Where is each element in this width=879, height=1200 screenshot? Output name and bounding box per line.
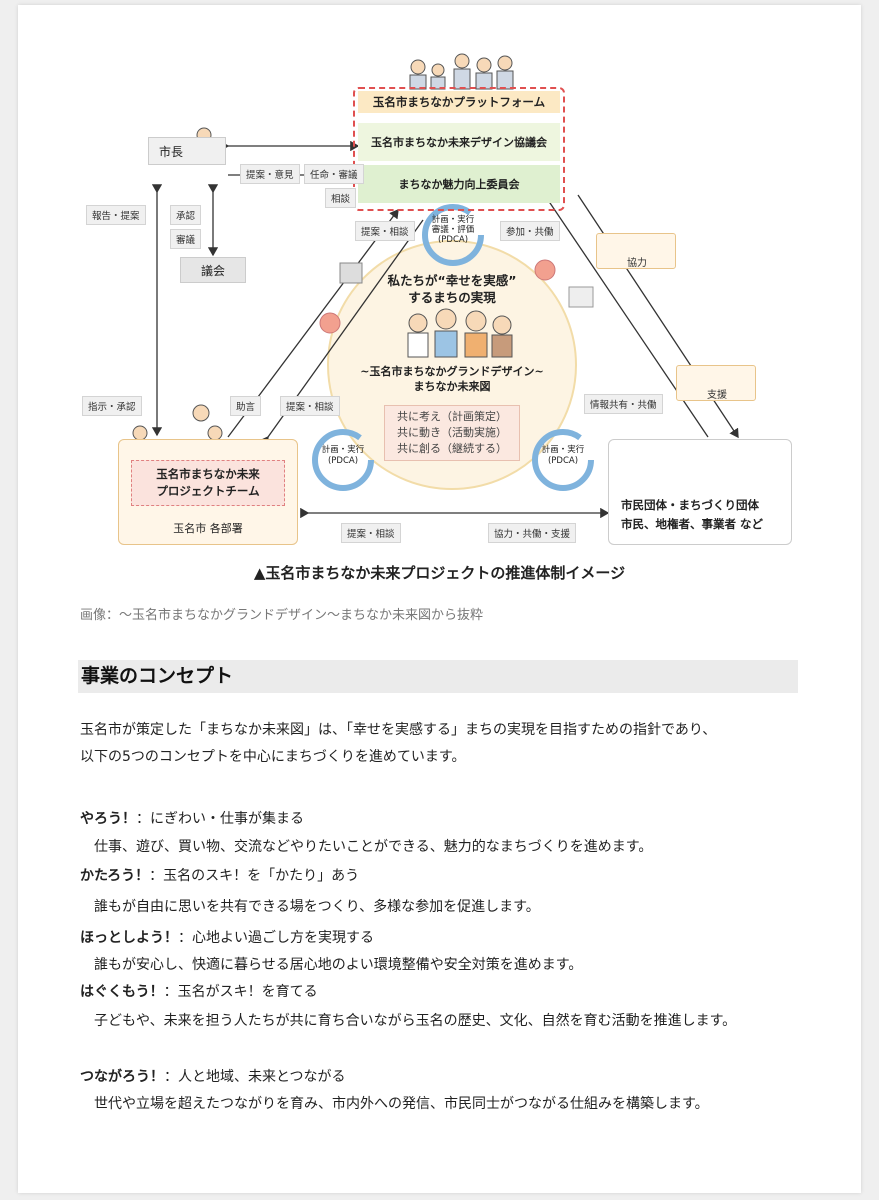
concept-3-subtitle: ：心地よい過ごし方を実現する (178, 930, 374, 946)
intro-line2: 以下の5つのコンセプトを中心にまちづくりを進めています。 (80, 749, 466, 765)
label-approval: 承認 (170, 205, 202, 225)
council-box: 玉名市まちなか未来デザイン協議会 (358, 123, 560, 161)
cooperate-label: 協力 (627, 258, 647, 269)
concept-2-title: かたろう！：玉名のスキ！を「かたり」あう (80, 865, 359, 885)
center-vision-line2: するまちの実現 (408, 290, 496, 305)
label-consult-1: 相談 (325, 188, 357, 208)
concept-5-title: つながろう！：人と地域、未来とつながる (80, 1066, 345, 1086)
intro-line1: 玉名市が策定した「まちなか未来図」は、「幸せを実感する」まちの実現を目指すための… (80, 722, 717, 738)
pdca-right: 計画・実行 (PDCA) (536, 445, 590, 467)
concept-4-subtitle: ：玉名がスキ！を育てる (163, 984, 318, 1000)
concept-5-name: つながろう！ (80, 1069, 164, 1085)
pdca-top-line1: 計画・実行 (431, 215, 475, 225)
concept-3-name: ほっとしよう！ (80, 930, 178, 946)
label-proposal-opinion: 提案・意見 (240, 164, 300, 184)
mayor-label: 市長 (159, 144, 184, 159)
label-proposal-consult-2: 提案・相談 (280, 396, 340, 416)
label-info-share: 情報共有・共働 (584, 394, 663, 414)
mayor-box: 市長 (148, 137, 226, 165)
citizens-line2: 市民、地権者、事業者 など (621, 517, 764, 531)
citizens-box: 市民団体・まちづくり団体 市民、地権者、事業者 など (608, 439, 792, 545)
grand-design-line1: ~玉名市まちなかグランドデザイン~ (360, 365, 544, 378)
section-heading: 事業のコンセプト (78, 660, 798, 693)
grand-design: ~玉名市まちなかグランドデザイン~ まちなか未来図 (342, 364, 562, 394)
pdca-top-line3: (PDCA) (437, 235, 469, 245)
team-name-line2: プロジェクトチーム (156, 484, 260, 498)
concept-2-desc: 誰もが自由に思いを共有できる場をつくり、多様な参加を促進します。 (94, 899, 540, 915)
label-advice: 助言 (230, 396, 262, 416)
concept-4-title: はぐくもう！：玉名がスキ！を育てる (80, 981, 318, 1001)
pdca-right-line1: 計画・実行 (541, 445, 585, 455)
concept-5-subtitle: ：人と地域、未来とつながる (164, 1069, 346, 1085)
team-box: 玉名市まちなか未来 プロジェクトチーム 玉名市 各部署 (118, 439, 298, 545)
image-source: 画像：～玉名市まちなかグランドデザイン～まちなか未来図から抜粋 (80, 608, 484, 623)
concept-1-name: やろう！ (80, 811, 136, 827)
concept-4-name: はぐくもう！ (80, 984, 164, 1000)
concept-1-subtitle: ：にぎわい・仕事が集まる (136, 811, 304, 827)
cooperate-box: 協力 (596, 233, 676, 269)
document-page: 玉名市まちなかプラットフォーム 玉名市まちなか未来デザイン協議会 まちなか魅力向… (18, 5, 861, 1193)
diagram-caption: ▲玉名市まちなか未来プロジェクトの推進体制イメージ (253, 564, 626, 582)
pdca-right-line2: (PDCA) (547, 456, 579, 466)
pdca-top-line2: 審議・評価 (431, 225, 475, 235)
label-coop-cowork-support: 協力・共働・支援 (488, 523, 577, 543)
team-dept: 玉名市 各部署 (173, 522, 243, 535)
pdca-left-line1: 計画・実行 (321, 445, 365, 455)
pdca-top: 計画・実行 審議・評価 (PDCA) (426, 215, 480, 245)
concept-1-title: やろう！：にぎわい・仕事が集まる (80, 808, 304, 828)
label-appoint-review: 任命・審議 (304, 164, 364, 184)
label-instruct-approve: 指示・承認 (82, 396, 142, 416)
organization-diagram: 玉名市まちなかプラットフォーム 玉名市まちなか未来デザイン協議会 まちなか魅力向… (18, 5, 861, 605)
concept-2-subtitle: ：玉名のスキ！を「かたり」あう (149, 868, 360, 884)
intro-text: 玉名市が策定した「まちなか未来図」は、「幸せを実感する」まちの実現を目指すための… (80, 717, 800, 771)
team-name-line1: 玉名市まちなか未来 (156, 467, 260, 481)
citizens-line1: 市民団体・まちづくり団体 (621, 498, 759, 512)
concept-1-desc: 仕事、遊び、買い物、交流などやりたいことができる、魅力的なまちづくりを進めます。 (94, 839, 653, 855)
platform-title: 玉名市まちなかプラットフォーム (358, 91, 560, 113)
citizens-text: 市民団体・まちづくり団体 市民、地権者、事業者 など (615, 496, 793, 534)
center-vision-line1: 私たちが“幸せを実感” (387, 273, 517, 288)
principle-1: 共に考え（計画策定） (397, 410, 507, 423)
principle-3: 共に創る（継続する） (397, 442, 507, 455)
platform-frame (353, 87, 565, 211)
team-name: 玉名市まちなか未来 プロジェクトチーム (131, 460, 285, 506)
concept-4-desc: 子どもや、未来を担う人たちが共に育ち合いながら玉名の歴史、文化、自然を育む活動を… (94, 1013, 737, 1029)
concept-3-desc: 誰もが安心し、快適に暮らせる居心地のよい環境整備や安全対策を進めます。 (94, 957, 583, 973)
grand-design-line2: まちなか未来図 (413, 380, 491, 393)
support-box: 支援 (676, 365, 756, 401)
pdca-left: 計画・実行 (PDCA) (316, 445, 370, 467)
label-participate-cowork: 参加・共働 (500, 221, 560, 241)
support-label: 支援 (707, 390, 727, 401)
label-proposal-consult-3: 提案・相談 (341, 523, 401, 543)
label-report-proposal: 報告・提案 (86, 205, 146, 225)
label-deliberation: 審議 (170, 229, 202, 249)
concept-2-name: かたろう！ (80, 868, 150, 884)
principles-box: 共に考え（計画策定） 共に動き（活動実施） 共に創る（継続する） (384, 405, 520, 461)
label-proposal-consult-1: 提案・相談 (355, 221, 415, 241)
committee-box: まちなか魅力向上委員会 (358, 165, 560, 203)
concept-5-desc: 世代や立場を超えたつながりを育み、市内外への発信、市民同士がつながる仕組みを構築… (94, 1096, 709, 1112)
assembly-box: 議会 (180, 257, 246, 283)
pdca-left-line2: (PDCA) (327, 456, 359, 466)
concept-3-title: ほっとしよう！：心地よい過ごし方を実現する (80, 927, 374, 947)
principle-2: 共に動き（活動実施） (397, 426, 507, 439)
center-vision: 私たちが“幸せを実感” するまちの実現 (352, 272, 552, 306)
